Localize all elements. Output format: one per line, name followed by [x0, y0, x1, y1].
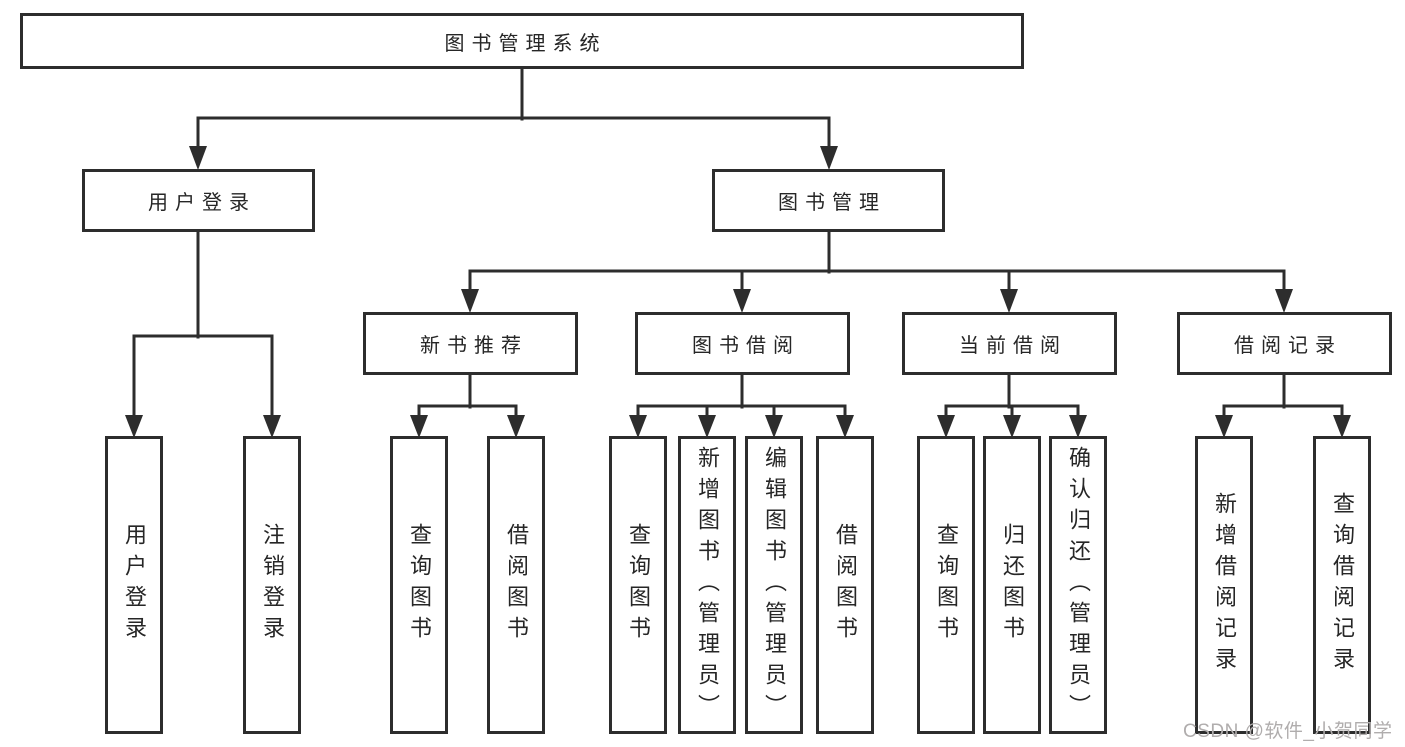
arrowhead — [820, 146, 838, 170]
arrowhead — [1003, 415, 1021, 438]
arrowhead — [263, 415, 281, 438]
leaf-query-books-2: 查询图书 — [609, 436, 667, 734]
leaf-label: 查询图书 — [934, 523, 959, 647]
connector-borrowing-records — [1215, 373, 1351, 438]
leaf-query-books-3: 查询图书 — [917, 436, 975, 734]
node-user-login: 用户登录 — [82, 169, 315, 232]
leaf-query-borrow-record: 查询借阅记录 — [1313, 436, 1371, 734]
node-new-book-recommend: 新书推荐 — [363, 312, 578, 375]
arrowhead — [507, 415, 525, 438]
arrowhead — [733, 289, 751, 313]
leaf-label: 新增借阅记录 — [1212, 492, 1237, 678]
leaf-edit-book-admin: 编辑图书（管理员） — [745, 436, 803, 734]
arrowhead — [937, 415, 955, 438]
leaf-label: 用户登录 — [122, 523, 147, 647]
leaf-label: 借阅图书 — [833, 523, 858, 647]
node-borrowing-records: 借阅记录 — [1177, 312, 1392, 375]
leaf-label: 查询借阅记录 — [1330, 492, 1355, 678]
node-book-management: 图书管理 — [712, 169, 945, 232]
leaf-return-book: 归还图书 — [983, 436, 1041, 734]
leaf-user-login: 用户登录 — [105, 436, 163, 734]
node-current-borrowing: 当前借阅 — [902, 312, 1117, 375]
node-library-system: 图书管理系统 — [20, 13, 1024, 69]
arrowhead — [765, 415, 783, 438]
connector-book-borrowing — [629, 373, 854, 438]
connector-user-login — [125, 230, 281, 438]
leaf-confirm-return-admin: 确认归还（管理员） — [1049, 436, 1107, 734]
leaf-label: 借阅图书 — [504, 523, 529, 647]
arrowhead — [1215, 415, 1233, 438]
leaf-label: 新增图书（管理员） — [695, 445, 720, 725]
arrowhead — [1000, 289, 1018, 313]
arrowhead — [836, 415, 854, 438]
arrowhead — [410, 415, 428, 438]
arrowhead — [1333, 415, 1351, 438]
connector-new-book-recommend — [410, 373, 525, 438]
leaf-query-books-1: 查询图书 — [390, 436, 448, 734]
leaf-label: 查询图书 — [626, 523, 651, 647]
csdn-watermark: CSDN @软件_小贺同学 — [1183, 721, 1393, 742]
arrowhead — [189, 146, 207, 170]
arrowhead — [1275, 289, 1293, 313]
leaf-add-borrow-record: 新增借阅记录 — [1195, 436, 1253, 734]
leaf-label: 确认归还（管理员） — [1066, 445, 1091, 725]
connector-root — [189, 67, 838, 170]
leaf-borrow-books-1: 借阅图书 — [487, 436, 545, 734]
node-book-borrowing: 图书借阅 — [635, 312, 850, 375]
arrowhead — [1069, 415, 1087, 438]
arrowhead — [629, 415, 647, 438]
leaf-logout: 注销登录 — [243, 436, 301, 734]
leaf-borrow-books-2: 借阅图书 — [816, 436, 874, 734]
leaf-label: 归还图书 — [1000, 523, 1025, 647]
leaf-label: 注销登录 — [260, 523, 285, 647]
arrowhead — [461, 289, 479, 313]
leaf-label: 编辑图书（管理员） — [762, 445, 787, 725]
leaf-add-book-admin: 新增图书（管理员） — [678, 436, 736, 734]
arrowhead — [125, 415, 143, 438]
connector-book-management — [461, 230, 1293, 313]
leaf-label: 查询图书 — [407, 523, 432, 647]
connector-current-borrowing — [937, 373, 1087, 438]
arrowhead — [698, 415, 716, 438]
